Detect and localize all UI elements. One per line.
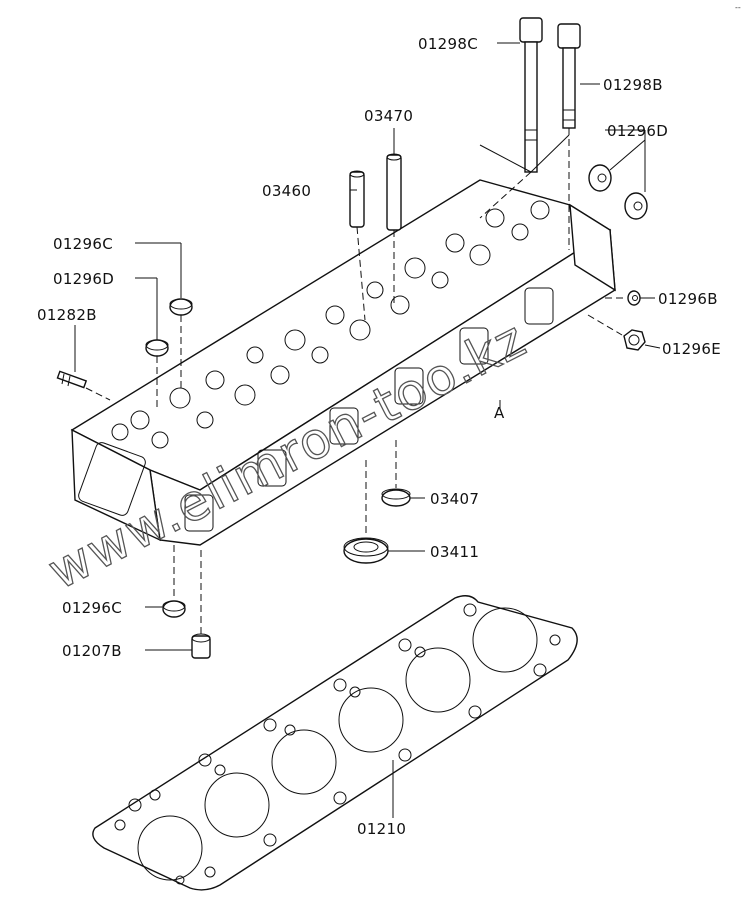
label-03470: 03470 xyxy=(364,107,413,125)
label-A: A xyxy=(494,404,505,422)
label-01298B: 01298B xyxy=(603,76,663,94)
label-03407: 03407 xyxy=(430,490,479,508)
gasket-holes xyxy=(114,603,561,885)
label-01298C: 01298C xyxy=(418,35,478,53)
plug-01296E[interactable] xyxy=(623,329,646,351)
label-01282B: 01282B xyxy=(37,306,97,324)
label-01296D-left: 01296D xyxy=(53,270,114,288)
plug-01296C-bottom[interactable] xyxy=(162,600,186,618)
part-labels: 01298C 01298B 03470 01296D 03460 01296C … xyxy=(37,35,721,838)
label-01210: 01210 xyxy=(357,820,406,838)
label-01296C-left: 01296C xyxy=(53,235,113,253)
label-01296C-bottom: 01296C xyxy=(62,599,122,617)
exhaust-ports xyxy=(184,287,554,532)
pipe-03470[interactable] xyxy=(386,153,402,231)
label-03411: 03411 xyxy=(430,543,479,561)
plug-01296C-left[interactable] xyxy=(169,298,193,316)
head-bolt-01298B[interactable] xyxy=(557,23,581,129)
label-01296D-top: 01296D xyxy=(607,122,668,140)
head-gasket-01210[interactable] xyxy=(92,595,578,891)
pipe-03460[interactable] xyxy=(349,170,365,228)
label-01296B: 01296B xyxy=(658,290,718,308)
corner-mark: -- xyxy=(735,3,741,12)
dowel-01207B[interactable] xyxy=(191,633,211,659)
label-01296E: 01296E xyxy=(662,340,721,358)
seal-03407[interactable] xyxy=(381,488,411,507)
plug-01296D-top[interactable] xyxy=(588,164,648,220)
stud-01282B[interactable] xyxy=(56,370,88,389)
seal-03411[interactable] xyxy=(343,537,389,564)
valve-seat-row xyxy=(111,200,550,449)
plug-01296D-left[interactable] xyxy=(145,339,169,357)
plug-01296B[interactable] xyxy=(627,290,641,306)
head-bolt-01298C[interactable] xyxy=(519,17,543,173)
leader-lines xyxy=(74,42,661,818)
label-03460: 03460 xyxy=(262,182,311,200)
cylinder-head xyxy=(70,179,616,546)
label-01207B: 01207B xyxy=(62,642,122,660)
